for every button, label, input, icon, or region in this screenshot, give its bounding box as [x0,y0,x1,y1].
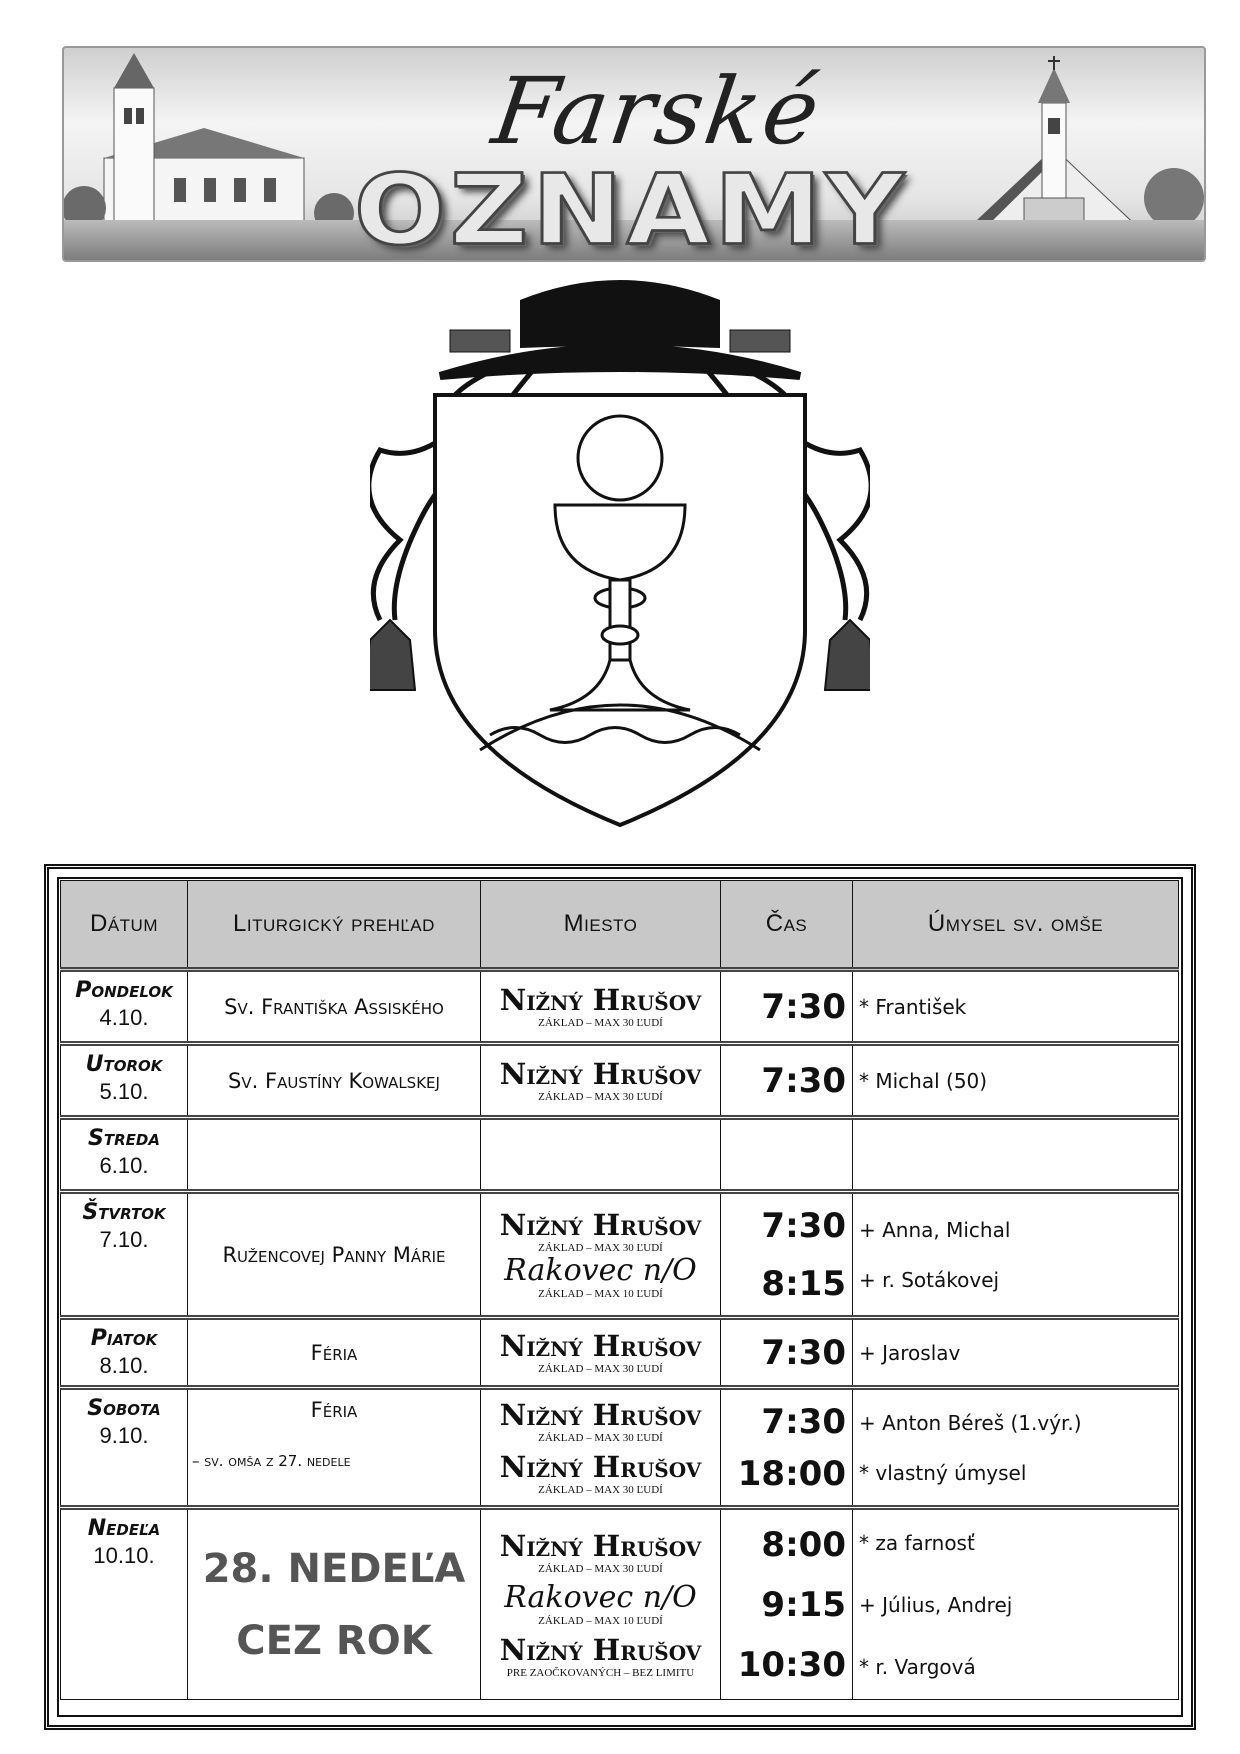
parish-coat-of-arms [370,280,870,828]
header-time: Čas [720,880,853,970]
header-liturgy: Liturgický prehľad [187,880,481,970]
header-place: Miesto [480,880,721,970]
header-intention: Úmysel sv. omše [852,880,1179,970]
mass-schedule-table: Dátum Liturgický prehľad Miesto Čas Úmys… [60,880,1179,1700]
sunday-title-line-1: 28. NEDEĽA [202,1545,466,1592]
sunday-title-line-2: CEZ ROK [236,1617,432,1664]
schedule-frame [44,864,1196,1730]
banner-title-block: OZNAMY [353,153,908,262]
table-header-row: Dátum Liturgický prehľad Miesto Čas Úmys… [60,880,1179,970]
banner-title-script: Farské [486,58,828,165]
header-banner: Farské OZNAMY [62,46,1206,262]
header-date: Dátum [60,880,188,970]
